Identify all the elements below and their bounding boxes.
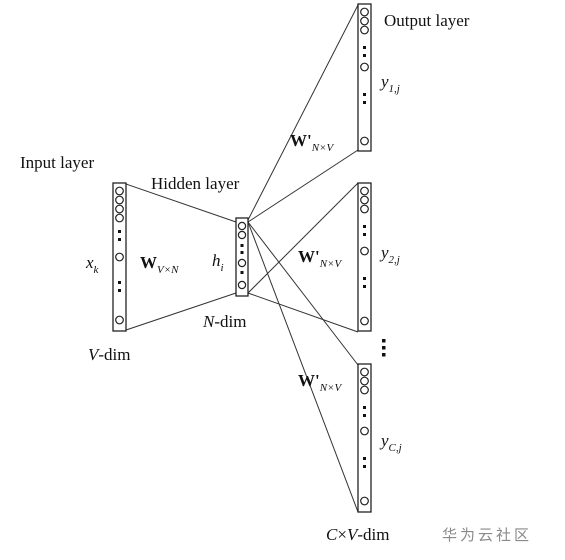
y-2j-label: y2,j	[379, 243, 400, 266]
input-hidden-bottom-line	[125, 292, 237, 331]
connections	[125, 4, 359, 513]
watermark-text: 华为云社区	[442, 526, 532, 544]
hidden-layer-column	[235, 217, 249, 297]
output-node	[360, 136, 369, 146]
input-layer-label: Input layer	[20, 153, 94, 172]
hidden-output2-top-line	[247, 182, 359, 294]
input-node	[115, 315, 124, 325]
output-node	[360, 385, 369, 395]
input-node	[115, 213, 124, 223]
w-input-weight-label: WV×N	[140, 253, 179, 276]
output-node	[360, 204, 369, 214]
hidden-output1-top-line	[247, 4, 359, 221]
output-node	[360, 316, 369, 326]
output-node	[360, 376, 369, 386]
h-i-label: hi	[212, 251, 224, 274]
hidden-output3-top-line	[247, 221, 359, 366]
output-panel-3	[357, 363, 372, 513]
output-panel-1	[357, 3, 372, 152]
y-1j-label: y1,j	[379, 72, 400, 95]
input-node-active	[115, 252, 124, 262]
output-node	[360, 367, 369, 377]
panels-ellipsis	[382, 339, 386, 357]
output-node	[360, 426, 369, 436]
hidden-node	[237, 258, 247, 268]
hidden-output1-bottom-line	[247, 149, 359, 223]
hidden-node	[237, 221, 247, 231]
v-dim-label: V-dim	[88, 345, 131, 364]
output-layer-label: Output layer	[384, 11, 470, 30]
hidden-node	[237, 280, 247, 290]
n-dim-label: N-dim	[202, 312, 246, 331]
output-node	[360, 246, 369, 256]
x-k-label: xk	[85, 253, 100, 276]
hidden-output2-bottom-line	[247, 292, 359, 333]
hidden-node	[237, 230, 247, 240]
cv-dim-label: C×V-dim	[326, 525, 389, 544]
w-output-weight-label-2: W'N×V	[298, 247, 342, 270]
input-hidden-top-line	[125, 183, 237, 223]
output-node	[360, 195, 369, 205]
output-node	[360, 62, 369, 72]
w-output-weight-label-3: W'N×V	[298, 371, 342, 394]
output-node	[360, 7, 369, 17]
output-panel-2	[357, 182, 372, 332]
output-node	[360, 25, 369, 35]
input-layer-column	[112, 182, 127, 332]
output-node	[360, 186, 369, 196]
input-node	[115, 195, 124, 205]
input-node	[115, 186, 124, 196]
output-node	[360, 496, 369, 506]
output-node	[360, 16, 369, 26]
w-output-weight-label-1: W'N×V	[290, 131, 334, 154]
hidden-layer-label: Hidden layer	[151, 174, 240, 193]
y-cj-label: yC,j	[379, 431, 402, 454]
hidden-output3-bottom-line	[247, 221, 359, 513]
input-node	[115, 204, 124, 214]
